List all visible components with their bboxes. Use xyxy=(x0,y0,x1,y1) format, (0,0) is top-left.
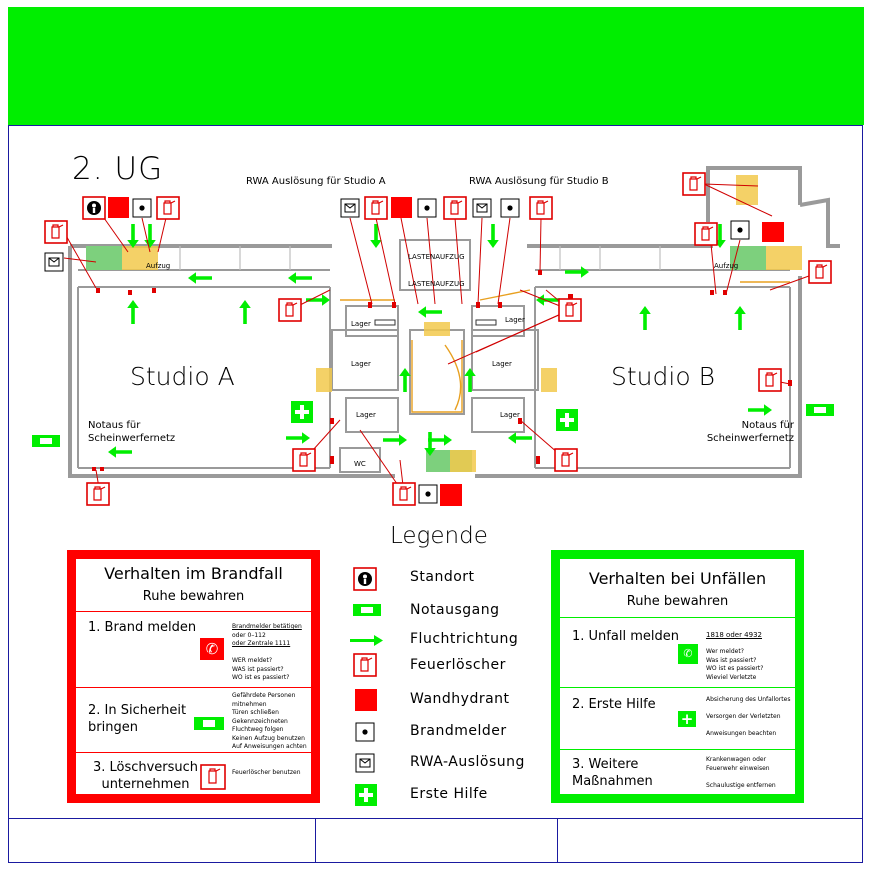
fire-step-1: 1. Brand melden xyxy=(88,620,197,635)
plan-frame xyxy=(8,125,863,863)
lager-label: Lager xyxy=(500,411,520,419)
studio-b-label: Studio B xyxy=(611,362,715,391)
accident-step-3-notes: Krankenwagen oder Feuerwehr einweisen Sc… xyxy=(706,756,776,789)
fire-step-2: 2. In Sicherheit bringen xyxy=(88,703,187,735)
accident-procedure-box: Verhalten bei Unfällen Ruhe bewahren 1. … xyxy=(551,550,804,803)
legend-label-rwa: RWA-Auslösung xyxy=(410,754,525,770)
lager-label: Lager xyxy=(351,320,371,328)
fire-step-3-notes: Feuerlöscher benutzen xyxy=(232,769,301,776)
accident-box-subtitle: Ruhe bewahren xyxy=(626,594,729,609)
rwa-label-a: RWA Auslösung für Studio A xyxy=(246,176,386,187)
fire-procedure-box: Verhalten im Brandfall Ruhe bewahren 1. … xyxy=(67,550,320,803)
fire-step-2-notes: Gefährdete Personen mitnehmen Türen schl… xyxy=(232,692,307,750)
legend-label-brandmelder: Brandmelder xyxy=(410,723,507,739)
phone-icon: ✆ xyxy=(200,638,224,660)
lager-label: Lager xyxy=(505,316,525,324)
notaus-label-b: Notaus für Scheinwerfernetz xyxy=(706,420,794,444)
feuerloescher-icon xyxy=(200,764,226,790)
studio-a-label: Studio A xyxy=(130,362,235,391)
fire-box-subtitle: Ruhe bewahren xyxy=(142,589,245,604)
lager-label: Lager xyxy=(356,411,376,419)
accident-step-3: 3. Weitere Maßnahmen xyxy=(572,757,653,789)
rwa-label-b: RWA Auslösung für Studio B xyxy=(469,176,609,187)
aufzug-label-a: Aufzug xyxy=(146,262,171,270)
lager-label: Lager xyxy=(351,360,371,368)
accident-step-2-notes: Absicherung des Unfallortes Versorgen de… xyxy=(706,696,791,737)
floor-title: 2. UG xyxy=(72,151,164,187)
lastenaufzug-label-1: LASTENAUFZUG xyxy=(408,253,465,261)
legend-label-wandhydrant: Wandhydrant xyxy=(410,691,510,707)
header-banner xyxy=(8,7,864,125)
accident-step-1: 1. Unfall melden xyxy=(572,629,679,644)
notaus-label-a: Notaus für Scheinwerfernetz xyxy=(88,420,176,444)
lager-label: Lager xyxy=(492,360,512,368)
legend-label-fluchtrichtung: Fluchtrichtung xyxy=(410,631,519,647)
accident-step-1-notes: 1818 oder 4932 Wer meldet? Was ist passi… xyxy=(706,631,764,681)
legend-label-standort: Standort xyxy=(410,569,475,585)
lastenaufzug-label-2: LASTENAUFZUG xyxy=(408,280,465,288)
accident-box-title: Verhalten bei Unfällen xyxy=(588,569,767,588)
footer-divider xyxy=(8,818,863,819)
notausgang-icon xyxy=(194,717,224,730)
wc-label: WC xyxy=(354,460,366,468)
legend-label-erste-hilfe: Erste Hilfe xyxy=(410,786,488,802)
erste-hilfe-icon: + xyxy=(678,711,696,727)
phone-icon: ✆ xyxy=(678,644,698,664)
legend-label-feuerloescher: Feuerlöscher xyxy=(410,657,506,673)
footer-cell-divider xyxy=(315,819,316,863)
accident-step-2: 2. Erste Hilfe xyxy=(572,697,656,712)
aufzug-label-b: Aufzug xyxy=(714,262,739,270)
legend-icons xyxy=(350,567,383,806)
footer-cell-divider xyxy=(557,819,558,863)
fire-step-1-notes: Brandmelder betätigen oder 0–112 oder Ze… xyxy=(232,623,302,681)
fire-box-title: Verhalten im Brandfall xyxy=(104,564,283,583)
legend-label-notausgang: Notausgang xyxy=(410,602,500,618)
legend-title: Legende xyxy=(390,523,488,549)
fire-step-3: 3. Löschversuch unternehmen xyxy=(92,760,199,792)
